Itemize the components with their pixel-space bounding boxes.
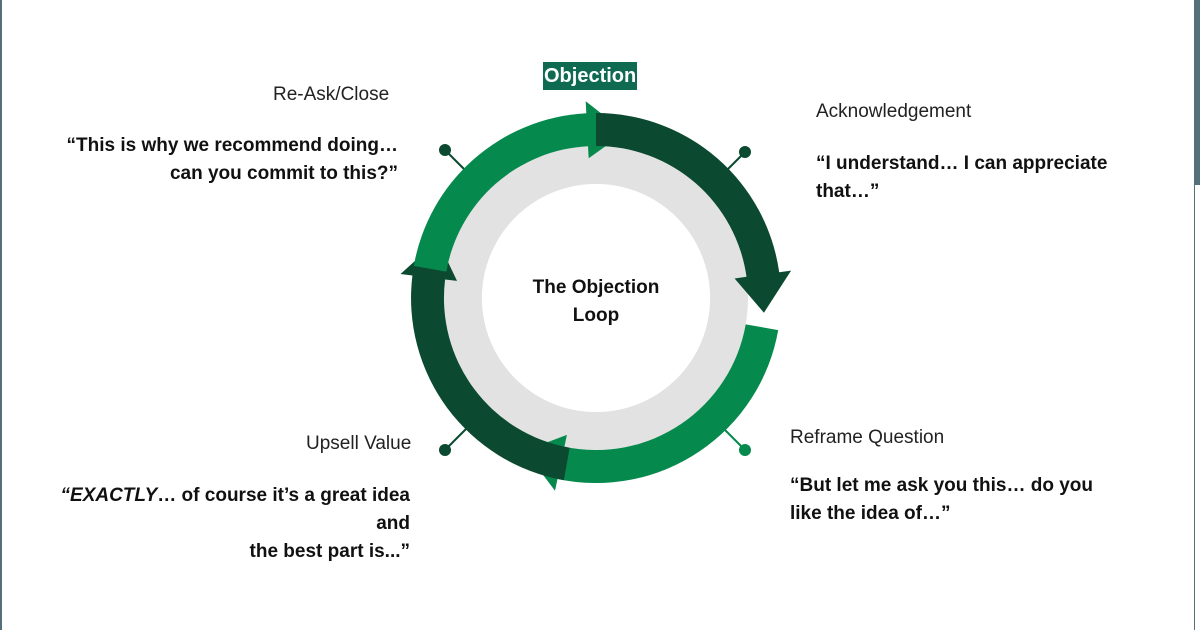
upsell-value-quote-emphasis: “EXACTLY — [60, 485, 158, 506]
reframe-question-quote: “But let me ask you this… do you like th… — [790, 472, 1130, 528]
objection-badge: Objection — [543, 62, 638, 90]
inner-ring — [444, 146, 748, 450]
reframe-question-label: Reframe Question — [790, 427, 945, 448]
acknowledgement-quote-line-2: that…” — [816, 181, 880, 202]
reframe-question-quote-line-1: “But let me ask you this… do you — [790, 475, 1093, 496]
upsell-value-quote-line-2: the best part is...” — [249, 541, 410, 562]
frame-right-edge — [1194, 0, 1200, 630]
upsell-value-quote-line-1-rest: … of course it’s a great idea and — [157, 485, 410, 534]
re-ask-close-quote-line-2: can you commit to this?” — [169, 163, 398, 184]
re-ask-close-quote: “This is why we recommend doing… can you… — [40, 132, 399, 188]
upsell-value-label: Upsell Value — [306, 433, 412, 454]
acknowledgement-quote: “I understand… I can appreciate that…” — [816, 150, 1156, 206]
re-ask-close-quote-line-1: “This is why we recommend doing… — [66, 135, 399, 156]
connector-reframe — [721, 426, 751, 456]
center-disc — [482, 184, 710, 412]
upsell-value-quote: “EXACTLY… of course it’s a great idea an… — [40, 482, 410, 566]
arc-to-acknowledgement — [596, 113, 792, 313]
acknowledgement-quote-line-1: “I understand… I can appreciate — [816, 153, 1108, 174]
center-title-line-1: The Objection — [532, 277, 660, 298]
acknowledgement-label: Acknowledgement — [816, 101, 972, 122]
center-title: The Objection Loop — [501, 274, 691, 330]
upsell-value-quote-line-1: “EXACTLY… of course it’s a great idea an… — [40, 482, 410, 538]
frame-right-edge-dark — [1195, 0, 1200, 185]
frame-left-edge — [0, 0, 2, 630]
arc-to-upsell — [400, 240, 570, 481]
reframe-question-quote-line-2: like the idea of…” — [790, 503, 951, 524]
center-title-line-2: Loop — [572, 305, 620, 326]
re-ask-close-label: Re-Ask/Close — [273, 84, 390, 105]
arc-to-objection — [413, 101, 626, 272]
connector-upsell — [439, 426, 469, 456]
